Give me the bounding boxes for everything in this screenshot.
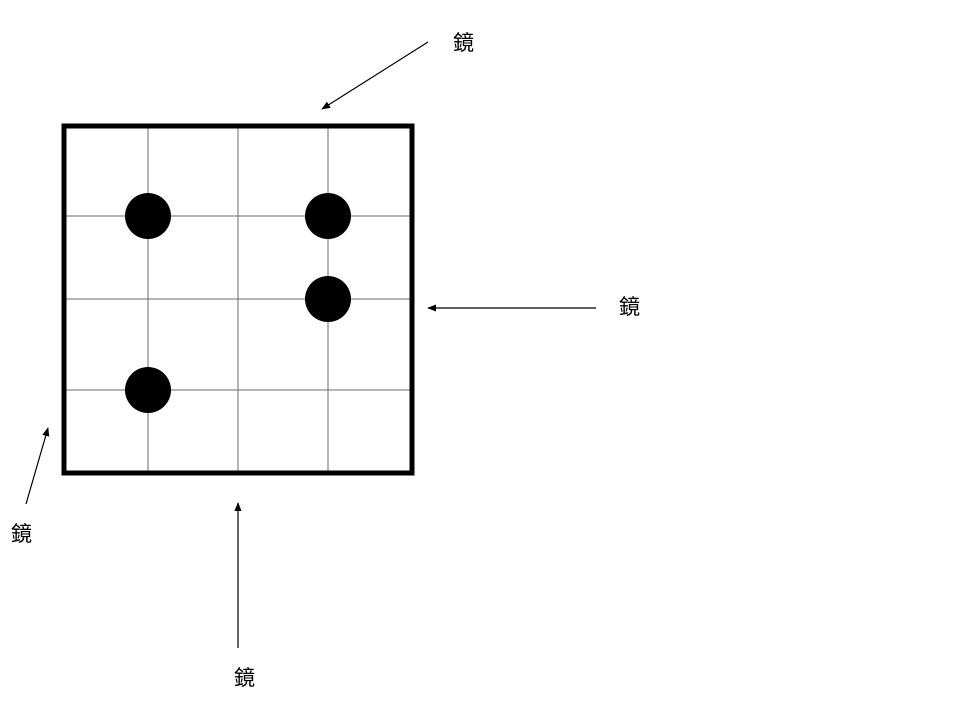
mirror-label-bottom: 鏡 <box>234 666 255 690</box>
mirror-label-top: 鏡 <box>453 31 474 55</box>
stone-1 <box>125 193 171 239</box>
stone-4 <box>125 367 171 413</box>
board-frame <box>61 123 415 476</box>
mirror-label-right: 鏡 <box>619 295 640 319</box>
stone-3 <box>305 276 351 322</box>
grid-lines <box>64 126 412 473</box>
mirror-arrow-bottom-left <box>25 427 50 505</box>
stone-2 <box>305 193 351 239</box>
stones <box>125 193 351 413</box>
mirror-label-bottom-left: 鏡 <box>11 522 32 546</box>
mirror-arrow-top <box>321 41 429 110</box>
